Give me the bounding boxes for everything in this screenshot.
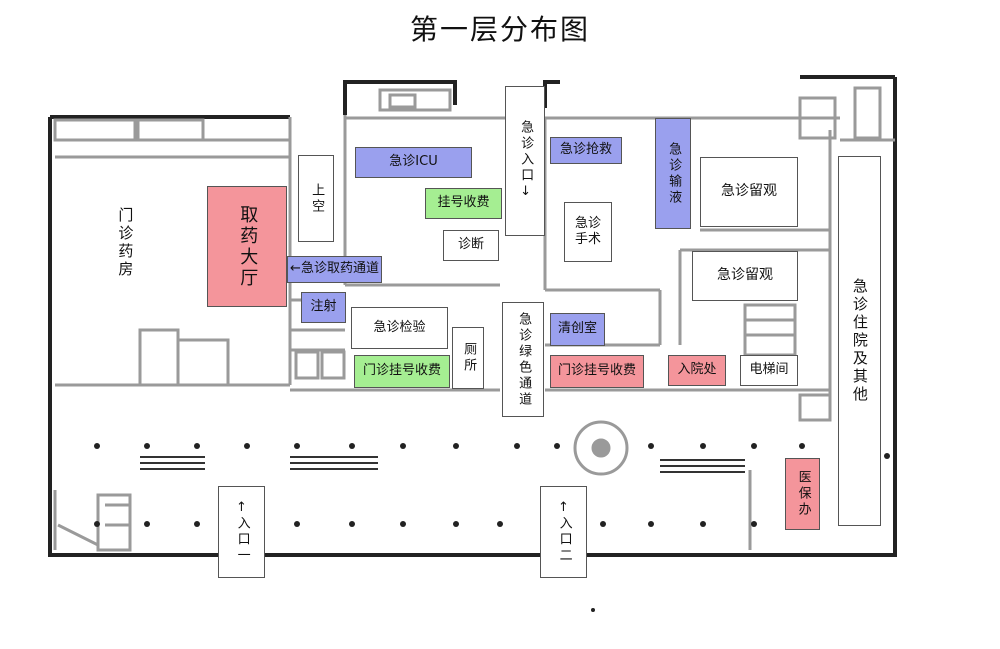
outpatient-registration-2[interactable]: 门诊挂号收费: [550, 355, 644, 388]
consultation-room[interactable]: 诊断: [443, 230, 499, 261]
emergency-surgery-room[interactable]: 急诊手术: [564, 202, 612, 262]
medical-insurance-office[interactable]: 医保办: [785, 458, 820, 530]
observation-room-1[interactable]: 急诊留观: [700, 157, 798, 227]
entrance-1-label: 入口一: [234, 516, 250, 565]
outer-wall: [48, 77, 897, 557]
observation-room-2[interactable]: 急诊留观: [692, 251, 798, 301]
outpatient-registration-1[interactable]: 门诊挂号收费: [354, 355, 450, 388]
admission-office[interactable]: 入院处: [668, 355, 726, 386]
page-title: 第一层分布图: [409, 13, 590, 46]
elevator-hall[interactable]: 电梯间: [740, 355, 798, 386]
entrance-2[interactable]: ↑ 入口二: [540, 486, 587, 578]
emergency-entrance[interactable]: 急诊入口↓: [505, 86, 545, 236]
inpatient-and-other[interactable]: 急诊住院及其他: [838, 156, 881, 526]
emergency-pharmacy-passage[interactable]: ←急诊取药通道: [287, 256, 382, 283]
stairs-up-area: 上空: [298, 155, 334, 242]
registration-fee-office[interactable]: 挂号收费: [425, 188, 502, 219]
toilet[interactable]: 厕所: [452, 327, 484, 389]
debridement-room[interactable]: 清创室: [550, 313, 605, 346]
emergency-rescue-room[interactable]: 急诊抢救: [550, 137, 622, 164]
emergency-infusion-room[interactable]: 急诊输液: [655, 118, 691, 229]
entrance-1[interactable]: ↑ 入口一: [218, 486, 265, 578]
pharmacy-hall[interactable]: 取药大厅: [207, 186, 287, 307]
emergency-lab[interactable]: 急诊检验: [351, 307, 448, 349]
emergency-icu[interactable]: 急诊ICU: [355, 147, 472, 178]
green-channel[interactable]: 急诊绿色通道: [502, 302, 544, 417]
top-wall-right-stub: [543, 80, 560, 108]
injection-room[interactable]: 注射: [301, 292, 346, 323]
top-wall-center: [343, 80, 457, 115]
arrow-up-icon: ↑: [558, 499, 569, 515]
entrance-2-label: 入口二: [556, 516, 572, 565]
outpatient-pharmacy-label: 门诊药房: [116, 207, 135, 279]
arrow-up-icon: ↑: [236, 499, 247, 515]
